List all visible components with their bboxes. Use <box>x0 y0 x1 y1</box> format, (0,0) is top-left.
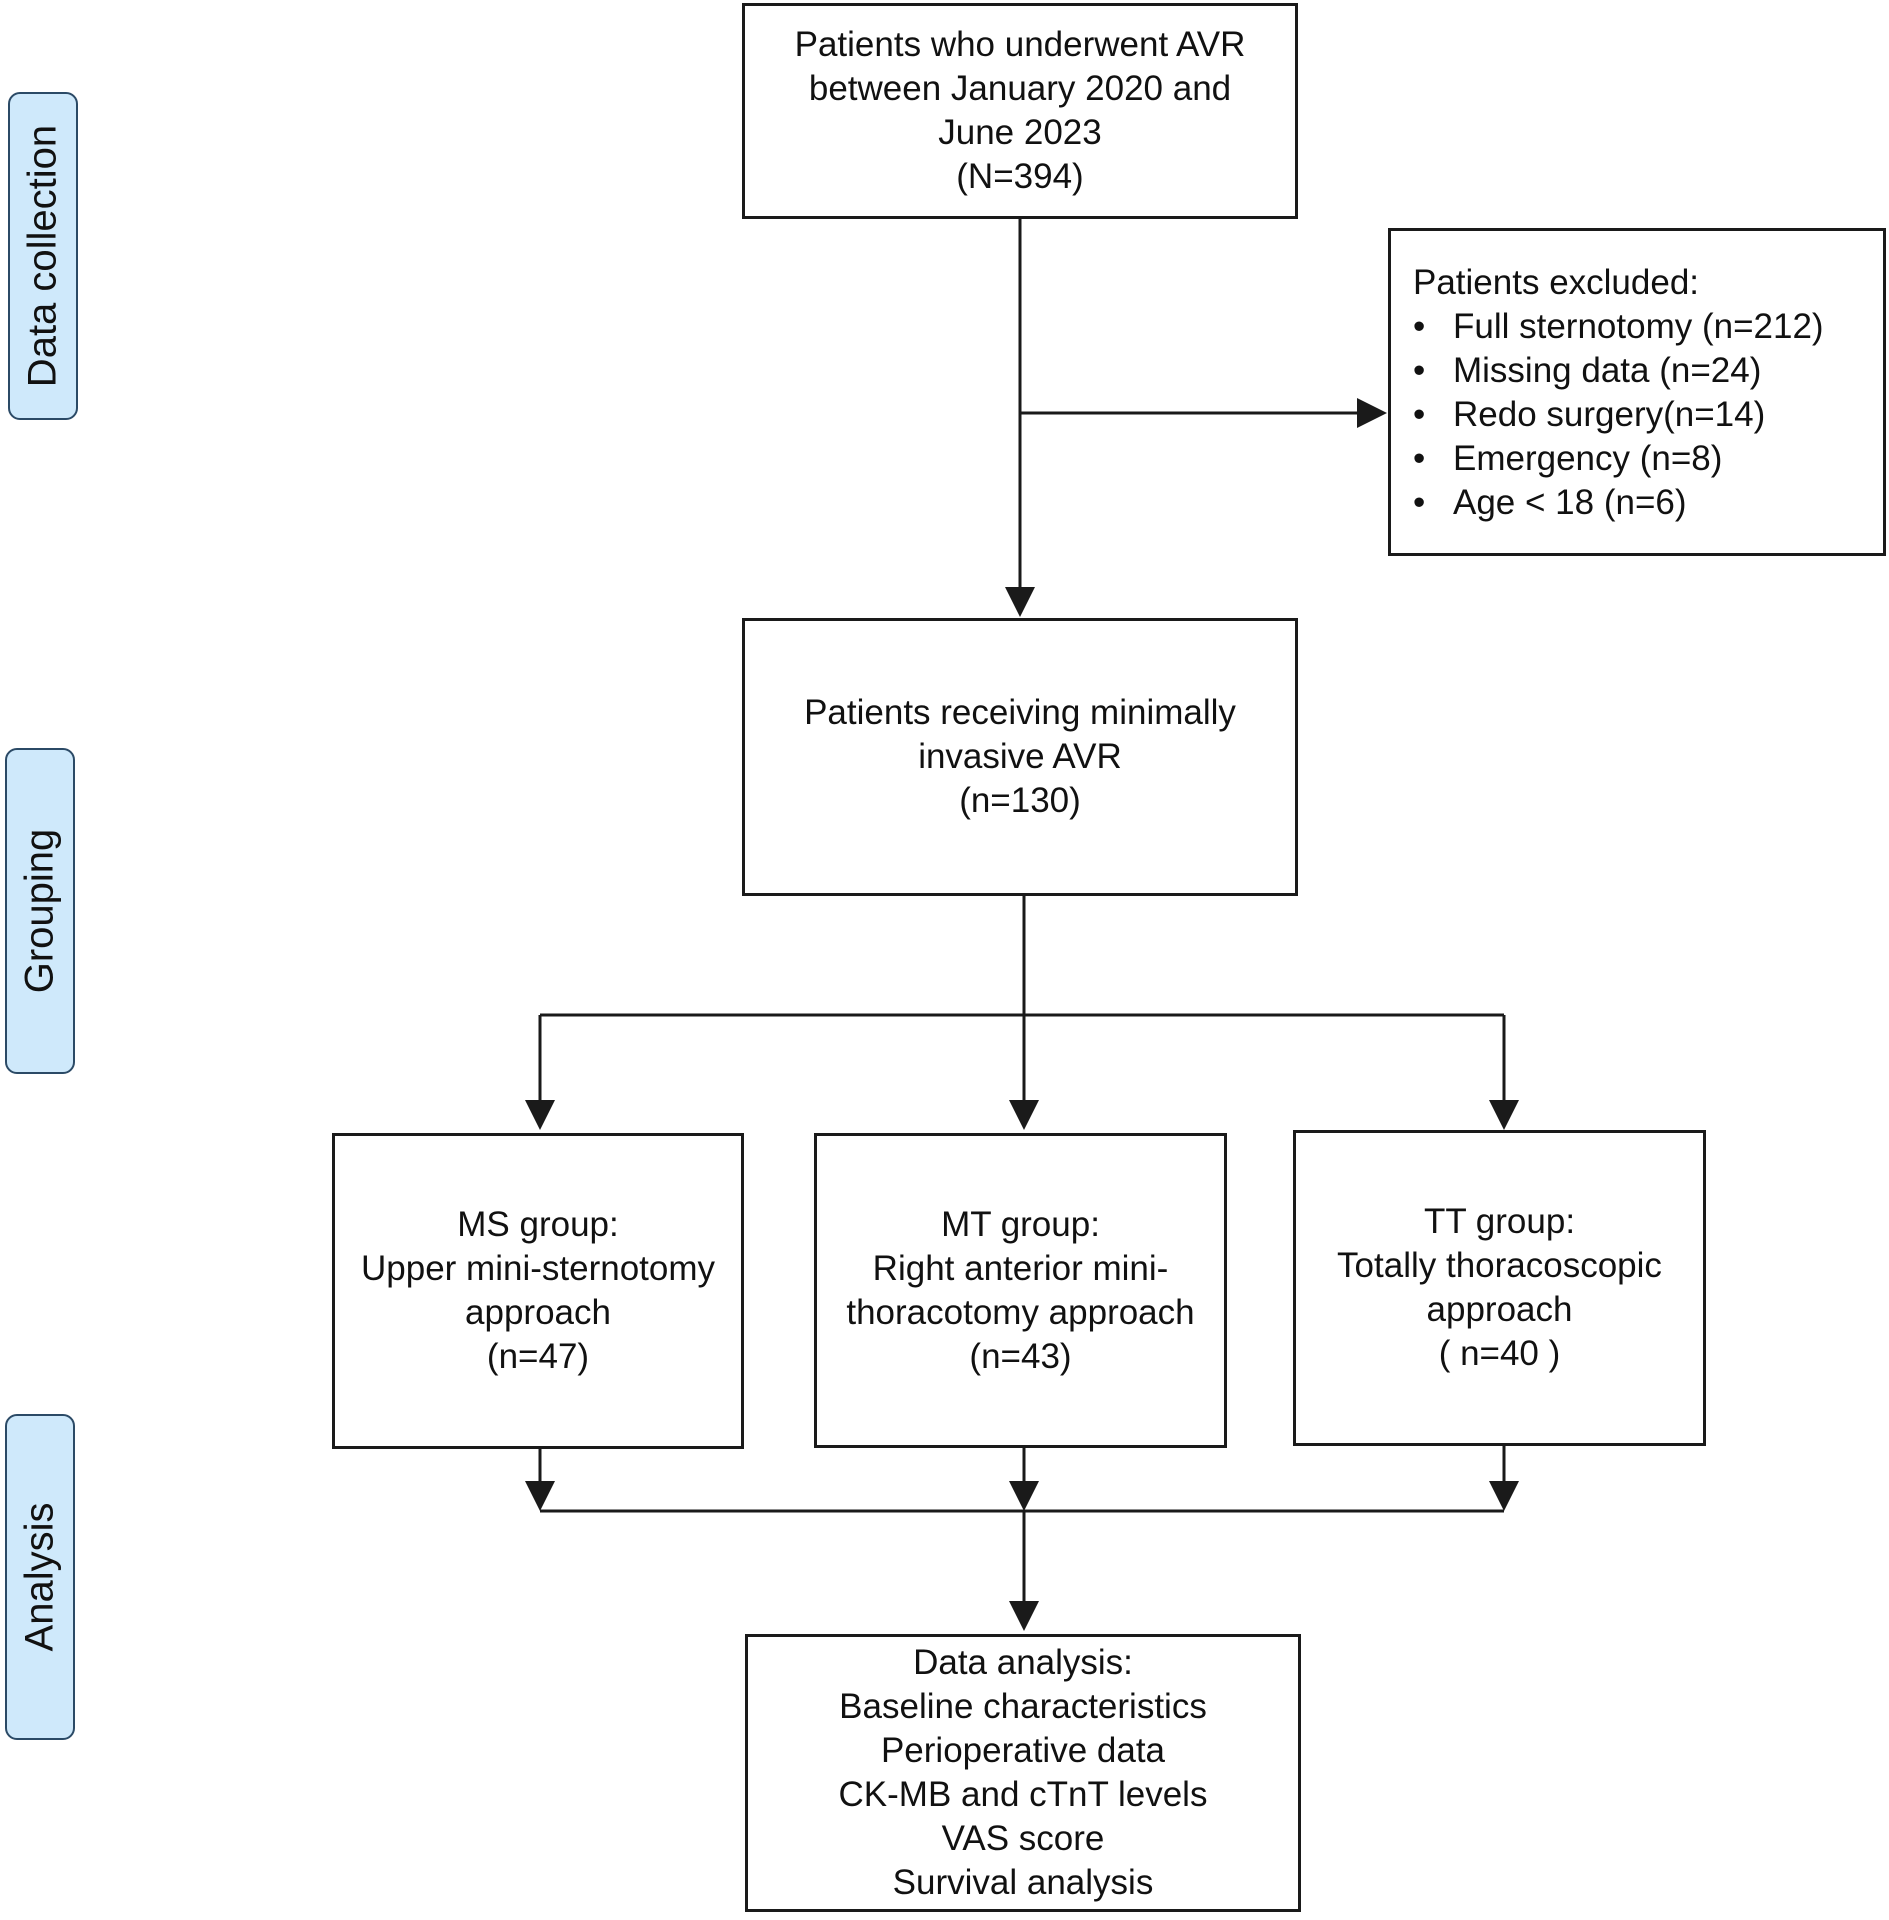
box-line: thoracotomy approach <box>846 1292 1195 1332</box>
data-analysis-box: Data analysis: Baseline characteristics … <box>745 1634 1301 1912</box>
box-line: June 2023 <box>938 113 1102 152</box>
stage-label-data-collection: Data collection <box>8 92 78 420</box>
box-line: Patients who underwent AVR <box>794 25 1246 64</box>
box-line: Totally thoracoscopic <box>1337 1246 1662 1285</box>
excluded-item: Full sternotomy (n=212) <box>1413 305 1824 349</box>
stage-label-grouping: Grouping <box>5 748 75 1074</box>
box-line: between January 2020 and <box>808 69 1232 108</box>
excluded-item: Age < 18 (n=6) <box>1413 481 1824 525</box>
box-line: MT group: <box>941 1204 1100 1244</box>
box-line: Upper mini-sternotomy <box>361 1249 715 1288</box>
excluded-item: Emergency (n=8) <box>1413 437 1824 481</box>
excluded-item: Missing data (n=24) <box>1413 349 1824 393</box>
box-line: Data analysis: <box>913 1643 1133 1682</box>
box-line: approach <box>465 1293 611 1332</box>
excluded-title: Patients excluded: <box>1413 263 1700 302</box>
excluded-item: Redo surgery(n=14) <box>1413 393 1824 437</box>
box-line: Right anterior mini- <box>872 1248 1169 1288</box>
box-line: Patients receiving minimally <box>804 693 1236 732</box>
box-line: Survival analysis <box>892 1863 1154 1902</box>
box-line: VAS score <box>941 1819 1105 1858</box>
tt-group-box: TT group: Totally thoracoscopic approach… <box>1293 1130 1706 1446</box>
excluded-list: Full sternotomy (n=212) Missing data (n=… <box>1413 305 1824 525</box>
box-line: Perioperative data <box>880 1731 1166 1770</box>
box-line: CK-MB and cTnT levels <box>838 1775 1208 1814</box>
box-line: Baseline characteristics <box>839 1687 1207 1726</box>
box-line: (n=43) <box>969 1336 1072 1376</box>
box-line: approach <box>1426 1290 1573 1329</box>
box-line: ( n=40 ) <box>1438 1334 1561 1373</box>
box-line: (n=130) <box>959 781 1081 820</box>
ms-group-box: MS group: Upper mini-sternotomy approach… <box>332 1133 744 1449</box>
box-line: (n=47) <box>486 1337 590 1376</box>
mt-group-box: MT group: Right anterior mini- thoracoto… <box>814 1133 1227 1448</box>
minimally-invasive-box: Patients receiving minimally invasive AV… <box>742 618 1298 896</box>
stage-label-analysis: Analysis <box>5 1414 75 1740</box>
box-line: (N=394) <box>956 157 1084 196</box>
box-line: MS group: <box>457 1205 619 1244</box>
box-line: TT group: <box>1423 1202 1576 1241</box>
initial-cohort-box: Patients who underwent AVR between Janua… <box>742 3 1298 219</box>
excluded-box: Patients excluded: Full sternotomy (n=21… <box>1388 228 1886 556</box>
box-line: invasive AVR <box>918 737 1122 776</box>
